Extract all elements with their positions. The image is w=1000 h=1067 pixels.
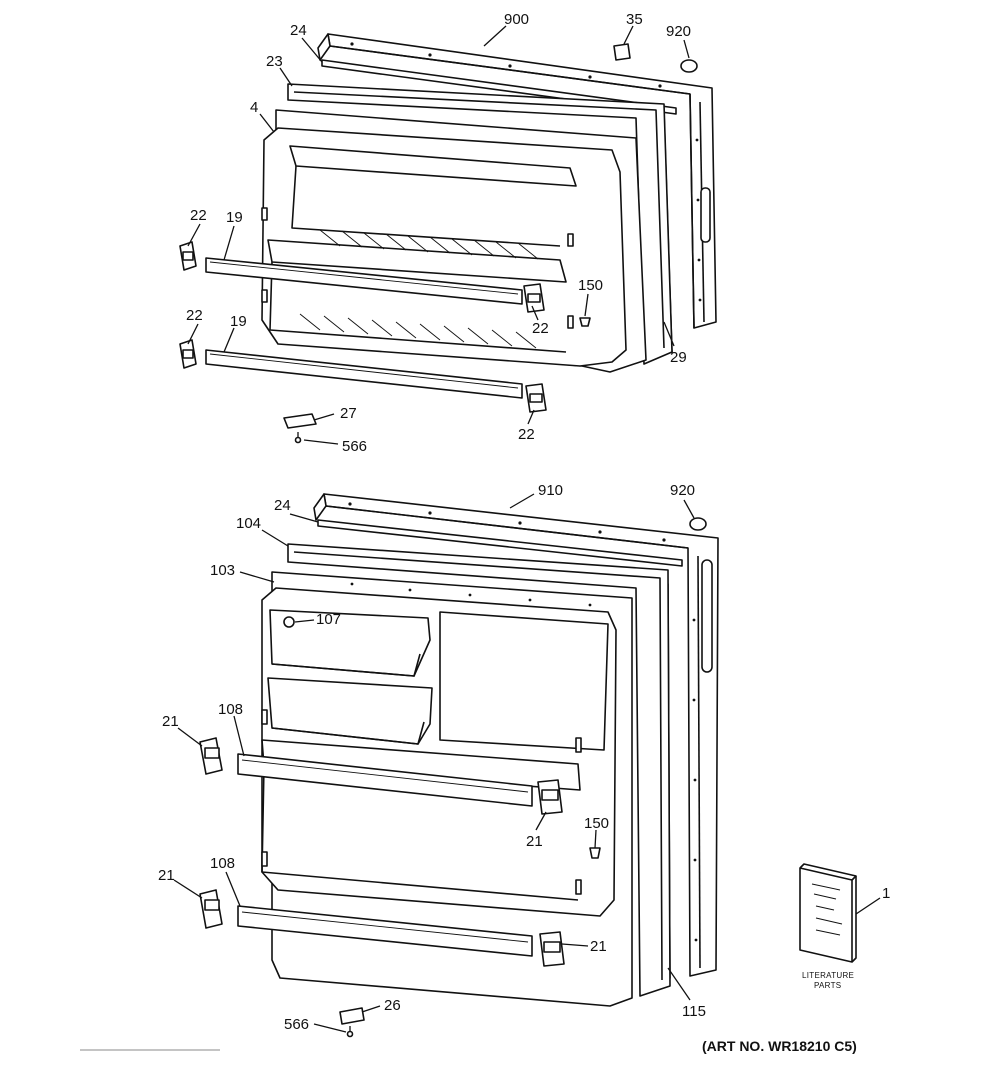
end-cap-22-upper-left <box>179 241 197 271</box>
end-cap-21-upper-right <box>537 779 563 815</box>
callout-4: 4 <box>250 99 258 116</box>
callout-24-top: 24 <box>290 22 307 39</box>
callout-103: 103 <box>210 562 235 579</box>
callout-150-top: 150 <box>578 277 603 294</box>
outer-door-panel-910 <box>313 493 719 977</box>
lower-shelf-rack <box>299 313 537 349</box>
callout-150-bottom: 150 <box>584 815 609 832</box>
callout-115: 115 <box>682 1003 706 1020</box>
callout-107: 107 <box>316 611 341 628</box>
end-cap-21-lower-right <box>539 931 565 967</box>
callout-1: 1 <box>882 885 890 902</box>
screw-566-top <box>294 432 302 444</box>
callout-27: 27 <box>340 405 357 422</box>
callout-35: 35 <box>626 11 643 28</box>
hinge-plate-26 <box>339 1007 365 1025</box>
door-gasket-23 <box>287 83 673 365</box>
callout-21-b: 21 <box>526 833 543 850</box>
callout-23: 23 <box>266 53 283 70</box>
callout-566-bottom: 566 <box>284 1016 309 1033</box>
shelf-bar-108-upper <box>237 753 533 807</box>
literature-booklet-1 <box>799 863 857 963</box>
callout-920-top: 920 <box>666 23 691 40</box>
screw-150-bottom <box>589 847 601 859</box>
end-cap-21-lower-left <box>199 889 223 929</box>
callout-26: 26 <box>384 997 401 1014</box>
leader-lines <box>173 25 881 1033</box>
callout-22-c: 22 <box>186 307 203 324</box>
literature-label-line2: PARTS <box>814 981 841 990</box>
plug-920-bottom <box>689 517 707 531</box>
callout-566-top: 566 <box>342 438 367 455</box>
callout-108-b: 108 <box>210 855 235 872</box>
callout-19-b: 19 <box>230 313 247 330</box>
end-cap-22-lower-right <box>525 383 547 413</box>
screw-150-top <box>579 317 591 327</box>
callout-910: 910 <box>538 482 563 499</box>
shelf-bar-19-upper <box>205 257 523 305</box>
door-gasket-104 <box>287 543 671 997</box>
button-107 <box>283 616 295 628</box>
outer-door-panel-900 <box>317 33 717 329</box>
clip-35 <box>613 43 631 61</box>
shelf-bar-19-lower <box>205 349 523 399</box>
literature-label-line1: LITERATURE <box>802 971 854 980</box>
end-cap-21-upper-left <box>199 737 223 775</box>
end-cap-22-lower-left <box>179 339 197 369</box>
freezer-door-assembly <box>179 33 717 444</box>
end-cap-22-upper-right <box>523 283 545 313</box>
callout-900: 900 <box>504 11 529 28</box>
callout-22-b: 22 <box>532 320 549 337</box>
plug-920-top <box>680 59 698 73</box>
callout-104: 104 <box>236 515 261 532</box>
callout-22-a: 22 <box>190 207 207 224</box>
door-strip-24-bottom <box>317 519 683 567</box>
callout-21-d: 21 <box>590 938 607 955</box>
callout-29: 29 <box>670 349 687 366</box>
callout-labels: 900 35 920 24 23 4 22 19 150 22 29 22 19… <box>158 11 890 1054</box>
fresh-food-door-assembly <box>199 493 857 1038</box>
hinge-plate-27 <box>283 413 317 429</box>
art-number: (ART NO. WR18210 C5) <box>702 1038 857 1054</box>
callout-22-d: 22 <box>518 426 535 443</box>
screw-566-bottom <box>346 1026 354 1038</box>
callout-21-c: 21 <box>158 867 175 884</box>
callout-24-bottom: 24 <box>274 497 291 514</box>
upper-shelf-rack <box>319 229 539 260</box>
callout-920-bottom: 920 <box>670 482 695 499</box>
callout-108-a: 108 <box>218 701 243 718</box>
shelf-bar-108-lower <box>237 905 533 957</box>
callout-19-a: 19 <box>226 209 243 226</box>
callout-21-a: 21 <box>162 713 179 730</box>
